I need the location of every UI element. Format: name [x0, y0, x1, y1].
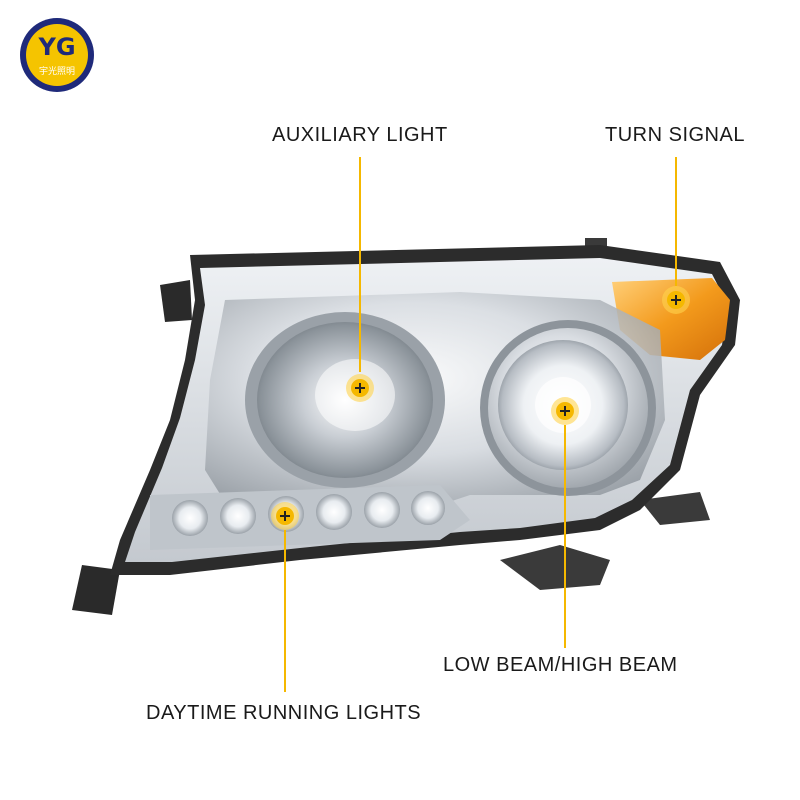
brand-logo: YG: [20, 18, 94, 92]
logo-initials: YG: [37, 33, 75, 61]
marker-drl: [271, 502, 299, 530]
leader-lines: [284, 157, 677, 692]
marker-aux: [346, 374, 374, 402]
drl-strip: [150, 485, 470, 550]
marker-low-beam: [551, 397, 579, 425]
marker-turn: [662, 286, 690, 314]
label-auxiliary-light: AUXILIARY LIGHT: [272, 124, 448, 146]
label-low-high-beam: LOW BEAM/HIGH BEAM: [443, 654, 678, 676]
auxiliary-reflector: [245, 312, 445, 488]
logo-caption: 宇光照明: [38, 67, 75, 77]
label-daytime-running-lights: DAYTIME RUNNING LIGHTS: [146, 702, 422, 724]
label-turn-signal: TURN SIGNAL: [605, 124, 745, 146]
